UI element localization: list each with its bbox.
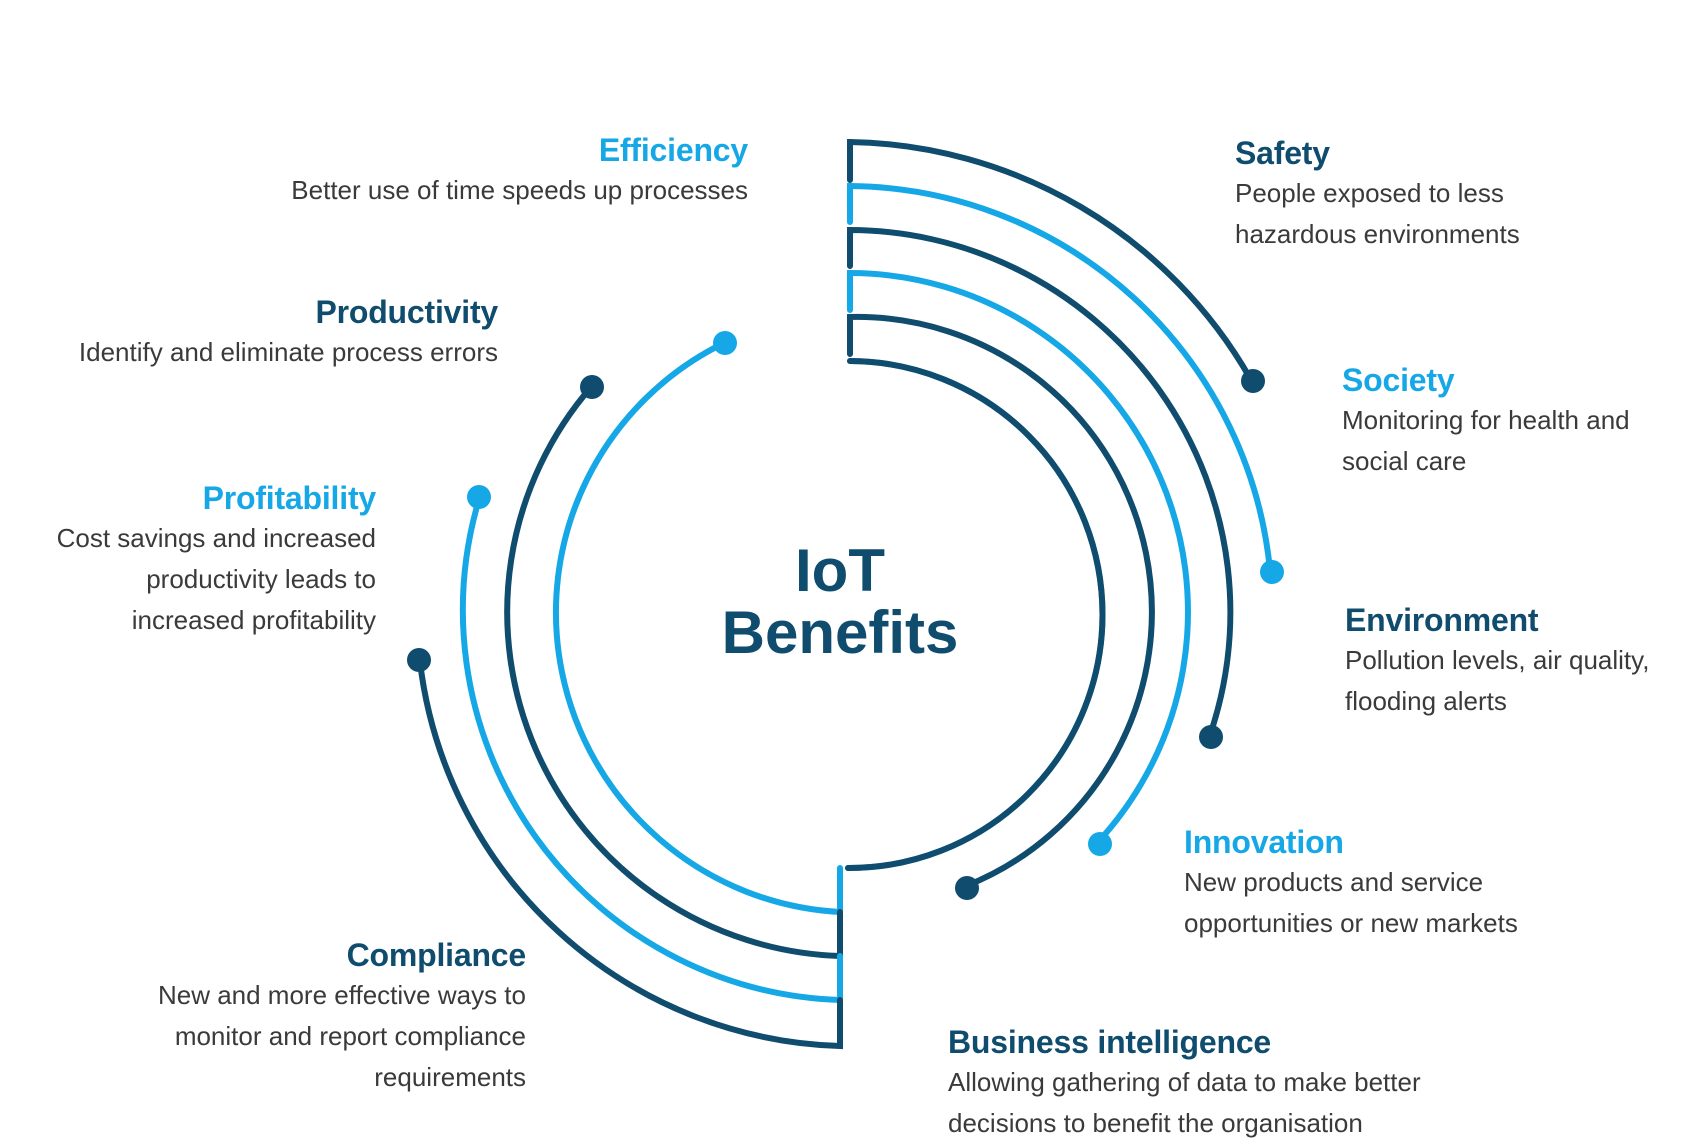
benefit-desc-line: hazardous environments bbox=[1235, 219, 1520, 249]
benefit-title: Environment bbox=[1345, 602, 1539, 638]
benefit-profitability: Profitability Cost savings and increased… bbox=[16, 478, 377, 641]
benefit-title: Profitability bbox=[202, 480, 377, 516]
benefit-desc-line: productivity leads to bbox=[146, 564, 376, 594]
benefit-desc-line: social care bbox=[1342, 446, 1467, 476]
benefit-desc-line: decisions to benefit the organisation bbox=[948, 1108, 1363, 1138]
dot-productivity bbox=[580, 375, 604, 399]
benefit-safety: Safety People exposed to less hazardous … bbox=[1235, 133, 1635, 255]
benefit-business-intelligence: Business intelligence Allowing gathering… bbox=[948, 1022, 1508, 1144]
arc-efficiency bbox=[552, 340, 843, 916]
benefit-desc-line: Cost savings and increased bbox=[56, 523, 376, 553]
benefit-desc-line: New products and service bbox=[1184, 867, 1484, 897]
dot-profitability bbox=[467, 485, 491, 509]
benefit-title: Compliance bbox=[346, 937, 527, 973]
arc-business-intelligence bbox=[847, 313, 1155, 889]
center-title: IoT Benefits bbox=[640, 540, 1040, 664]
arc-inner-circle-right bbox=[845, 358, 1106, 872]
dot-safety bbox=[1241, 369, 1265, 393]
dot-society bbox=[1260, 560, 1284, 584]
dot-environment bbox=[1199, 725, 1223, 749]
benefit-title: Innovation bbox=[1184, 824, 1344, 860]
benefit-title: Safety bbox=[1235, 135, 1330, 171]
benefit-desc-line: Allowing gathering of data to make bette… bbox=[948, 1067, 1421, 1097]
benefit-desc-line: monitor and report compliance bbox=[174, 1021, 526, 1051]
dot-innovation bbox=[1088, 832, 1112, 856]
benefit-innovation: Innovation New products and service oppo… bbox=[1184, 822, 1604, 944]
benefit-compliance: Compliance New and more effective ways t… bbox=[106, 935, 526, 1098]
center-title-line2: Benefits bbox=[721, 599, 959, 666]
benefit-desc-line: opportunities or new markets bbox=[1184, 908, 1518, 938]
benefit-environment: Environment Pollution levels, air qualit… bbox=[1345, 600, 1690, 722]
benefit-desc-line: New and more effective ways to bbox=[157, 980, 526, 1010]
benefit-society: Society Monitoring for health and social… bbox=[1342, 360, 1682, 482]
dot-compliance bbox=[407, 648, 431, 672]
dot-efficiency bbox=[713, 331, 737, 355]
benefit-productivity: Productivity Identify and eliminate proc… bbox=[0, 292, 498, 373]
benefit-desc-line: Pollution levels, air quality, bbox=[1345, 645, 1650, 675]
arc-safety bbox=[847, 138, 1253, 381]
arc-environment bbox=[847, 226, 1234, 738]
benefit-desc-line: requirements bbox=[374, 1062, 526, 1092]
benefit-desc-line: Better use of time speeds up processes bbox=[291, 175, 748, 205]
benefit-title: Society bbox=[1342, 362, 1455, 398]
arc-compliance bbox=[417, 659, 843, 1050]
benefit-efficiency: Efficiency Better use of time speeds up … bbox=[148, 130, 748, 211]
arc-innovation bbox=[847, 269, 1191, 845]
arc-productivity bbox=[504, 383, 843, 960]
benefit-desc-line: flooding alerts bbox=[1345, 686, 1507, 716]
benefit-title: Efficiency bbox=[598, 132, 748, 168]
benefit-title: Business intelligence bbox=[948, 1024, 1272, 1060]
benefit-title: Productivity bbox=[315, 294, 498, 330]
benefit-desc-line: Monitoring for health and bbox=[1342, 405, 1630, 435]
dot-business-intelligence bbox=[955, 876, 979, 900]
benefit-desc-line: Identify and eliminate process errors bbox=[78, 337, 498, 367]
center-title-line1: IoT bbox=[795, 537, 885, 604]
benefit-desc-line: People exposed to less bbox=[1235, 178, 1504, 208]
arc-profitability bbox=[459, 493, 843, 1004]
arc-society bbox=[847, 182, 1273, 573]
benefit-desc-line: increased profitability bbox=[131, 605, 376, 635]
